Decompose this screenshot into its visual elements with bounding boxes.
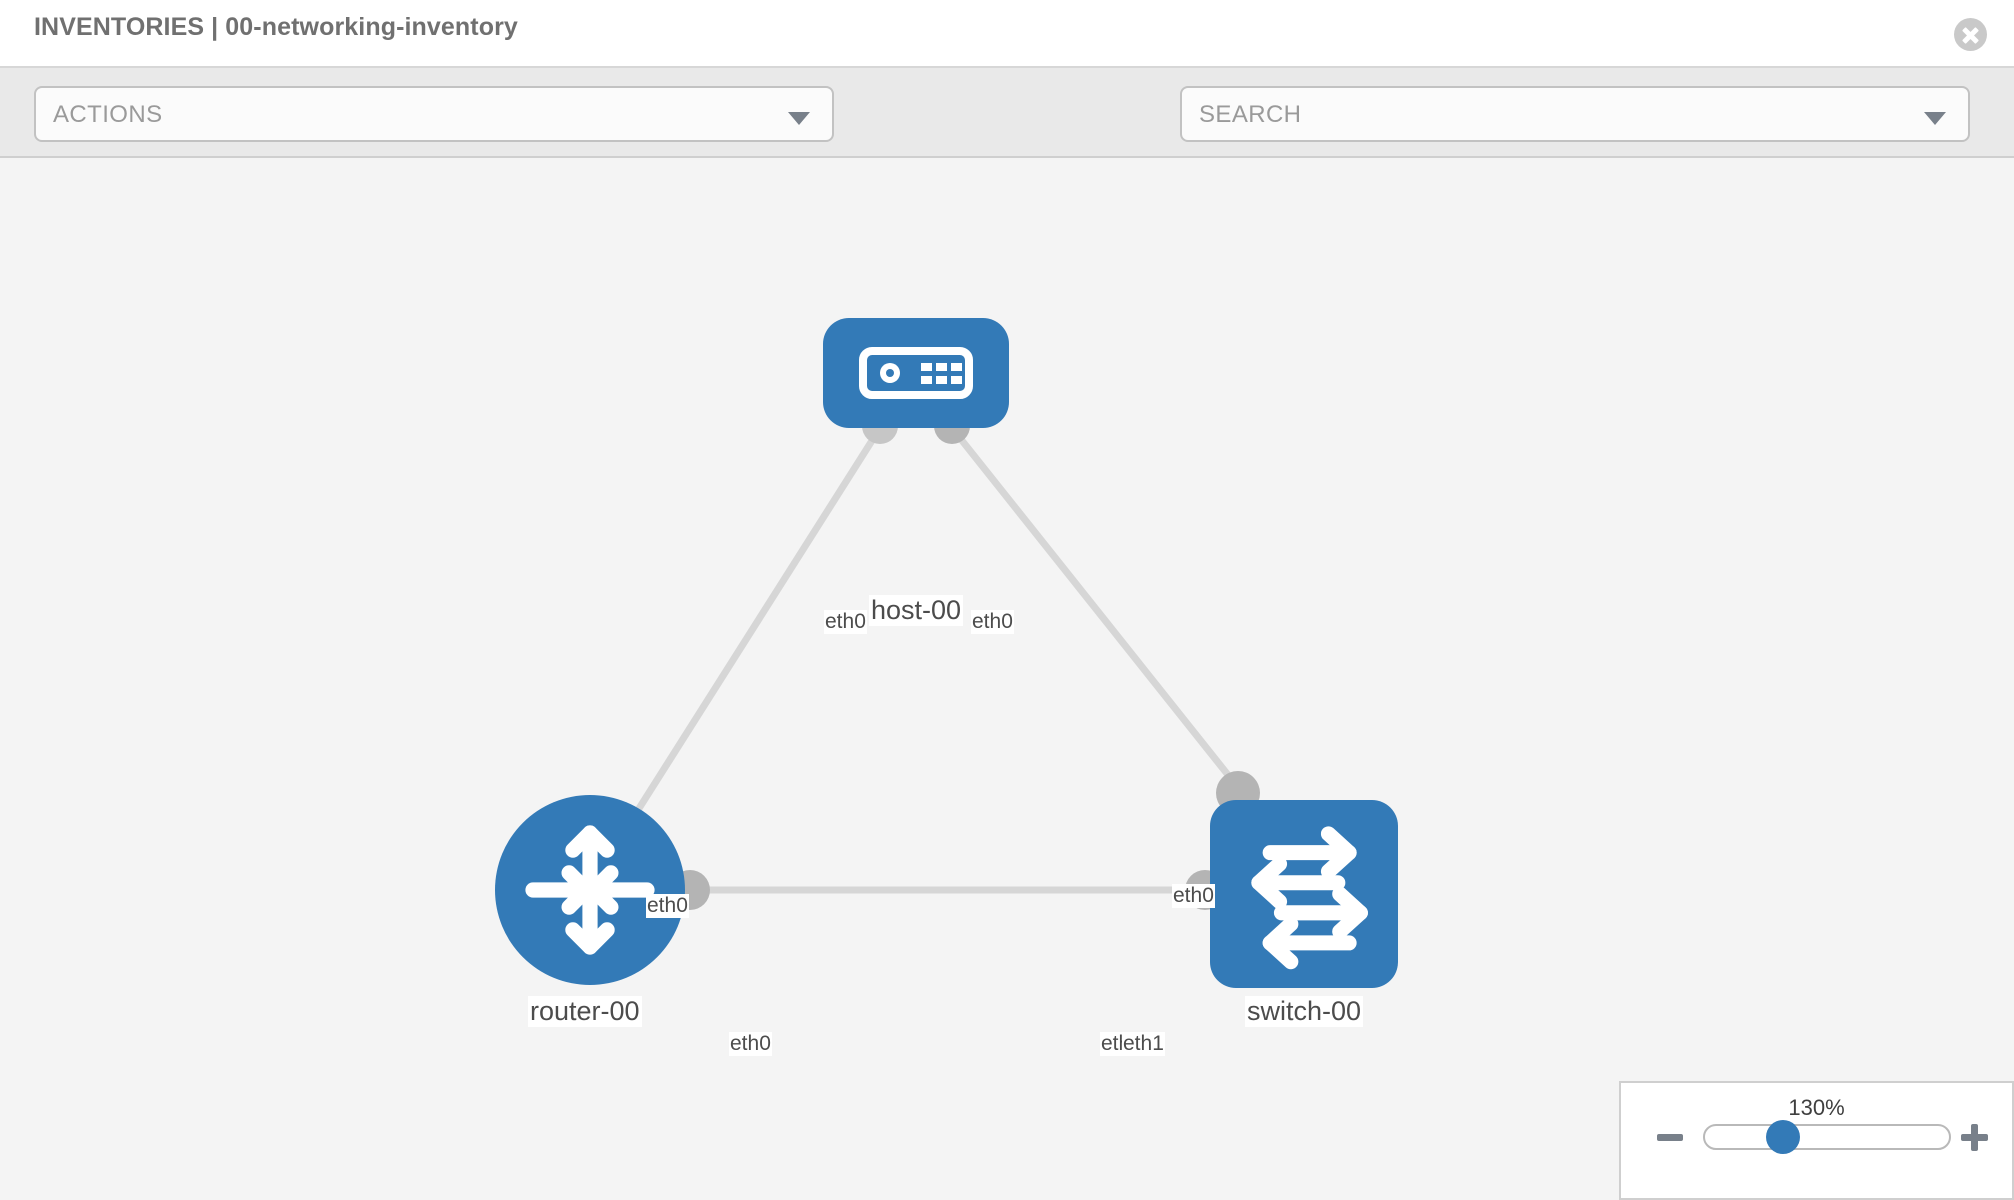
edge-host-switch[interactable] <box>949 425 1243 793</box>
close-icon[interactable] <box>1954 18 1987 51</box>
edge-label-host-router-near: eth0 <box>824 610 867 634</box>
edge-host-router[interactable] <box>597 426 883 872</box>
node-label-host-00: host-00 <box>869 595 964 626</box>
node-label-router-00: router-00 <box>528 996 642 1027</box>
switch-arrows-icon <box>1251 826 1368 970</box>
chevron-down-icon <box>788 112 810 125</box>
page-title: INVENTORIES | 00-networking-inventory <box>34 13 518 41</box>
plus-icon-vertical <box>1971 1124 1978 1151</box>
node-switch-00[interactable] <box>1210 800 1398 988</box>
router-arrows-icon <box>525 825 655 955</box>
zoom-slider-thumb[interactable] <box>1766 1120 1800 1154</box>
node-host-00[interactable] <box>823 318 1009 428</box>
zoom-in-button[interactable] <box>1961 1124 1988 1151</box>
zoom-out-button[interactable] <box>1657 1134 1683 1141</box>
zoom-level-label: 130% <box>1788 1095 1845 1120</box>
page-header: INVENTORIES | 00-networking-inventory <box>0 0 2014 68</box>
chevron-down-icon <box>1924 112 1946 125</box>
edge-label-router-switch: eth0 <box>729 1032 772 1056</box>
edge-label-router-host: eth0 <box>646 894 689 918</box>
node-router-00[interactable] <box>495 795 685 985</box>
search-input-placeholder: SEARCH <box>1199 101 1302 128</box>
edge-label-host-switch-near: eth0 <box>971 610 1014 634</box>
zoom-slider-track[interactable] <box>1703 1124 1951 1150</box>
toolbar: ACTIONS SEARCH <box>0 68 2014 195</box>
actions-dropdown-label: ACTIONS <box>53 101 163 128</box>
actions-dropdown[interactable]: ACTIONS <box>34 86 834 142</box>
edge-label-switch-router: eth1 <box>1122 1032 1165 1056</box>
topology-edges <box>597 408 1260 910</box>
topology-canvas[interactable]: host-00 router-00 switch-00 eth0 eth0 et… <box>0 158 2014 1200</box>
node-label-switch-00: switch-00 <box>1245 996 1364 1027</box>
search-input[interactable]: SEARCH <box>1180 86 1970 142</box>
zoom-control-panel: 130% <box>1619 1081 2014 1200</box>
server-icon <box>859 347 973 399</box>
edge-label-switch-host: eth0 <box>1172 884 1215 908</box>
